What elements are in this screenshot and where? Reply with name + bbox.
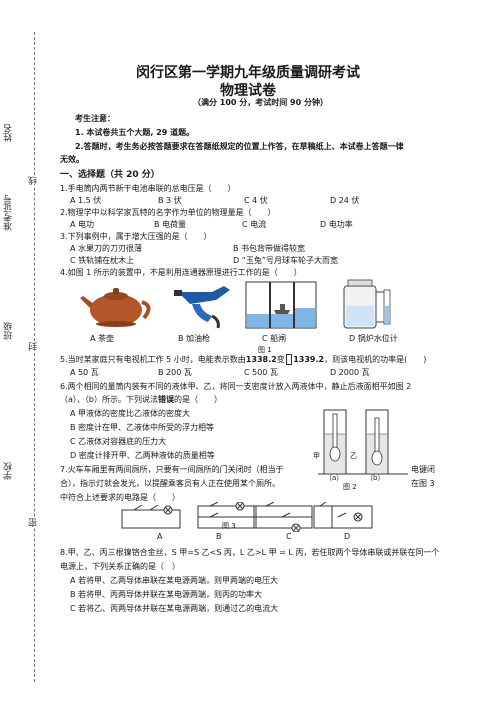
- figure-3-caption: 图 3: [222, 522, 236, 530]
- q5-stem: 5.当时某家庭只有电视机工作 5 小时，电能表示数由1338.2变 1339.2…: [60, 354, 427, 365]
- circuit-label-b: B: [216, 532, 222, 541]
- q6-emphasis-wrong: 错误: [157, 395, 174, 404]
- exam-subject: 物理试卷: [220, 83, 276, 99]
- circuit-b: [197, 502, 257, 529]
- q6-stem-part-a: （a）、（b）所示。下列说法: [60, 395, 158, 404]
- q2-option-b: B 电荷量: [154, 220, 187, 229]
- q5-stem-part1: 5.当时某家庭只有电视机工作 5 小时，电能表示数由: [60, 355, 246, 364]
- figure-2b-label: （b）: [366, 474, 385, 482]
- q7-line2: 合），指示灯就会发光，以提醒乘客员有人正在使用某个厕所。: [60, 479, 280, 488]
- q5-option-b: B 200 瓦: [158, 368, 192, 377]
- circuit-d: [313, 502, 373, 529]
- exam-subtitle: （满分 100 分，考试时间 90 分钟）: [193, 98, 328, 107]
- figure-2a-label: （a）: [325, 474, 344, 482]
- liquid-yi-label: 乙: [350, 452, 357, 460]
- q3-stem: 3.下列事例中，属于增大压强的是（ ）: [60, 232, 212, 241]
- q7-line2-right: 在图 3: [411, 479, 435, 488]
- teapot-image: [80, 288, 151, 327]
- q6-stem-part-c: 的是（ ）: [173, 395, 222, 404]
- q4-option-d: D 锅炉水位计: [349, 334, 398, 343]
- binding-dashed-line: [34, 32, 35, 682]
- circuit-label-a: A: [157, 532, 163, 541]
- margin-mark-secret: 密: [27, 518, 41, 527]
- meter-reading-1: 1338.2: [245, 355, 277, 364]
- q8-option-c: C 若将乙、丙两导体并联在某电源两端，则通过乙的电流大: [70, 604, 279, 613]
- exam-title: 闵行区第一学期九年级质量调研考试: [136, 65, 360, 81]
- margin-label-name: 姓名: [4, 124, 14, 142]
- q8-line2: 电源上，下列关系正确的是（ ）: [60, 562, 180, 571]
- q8-option-a: A 若将甲、乙两导体串联在某电源两端，则甲两端的电压大: [70, 576, 279, 585]
- margin-mark-line: 线: [27, 176, 41, 185]
- q3-option-b: B 书包背带做得较宽: [233, 244, 306, 253]
- q7-line1: 7.火车车厢里有两间厕所，只要有一间厕所的门关闭时（相当于: [60, 465, 284, 474]
- figure-2-caption: 图 2: [343, 483, 357, 491]
- circuit-label-d: D: [344, 532, 351, 541]
- q6-option-a: A 甲液体的密度比乙液体的密度大: [70, 409, 191, 418]
- q3-option-c: C 铁轨铺在枕木上: [70, 256, 135, 265]
- q1-option-b: B 3 伏: [158, 196, 182, 205]
- q3-option-d: D “玉兔”号月球车轮子大而宽: [233, 256, 338, 265]
- q2-option-d: D 电功率: [320, 220, 353, 229]
- q7-line3: 中符合上述要求的电路是（ ）: [60, 493, 180, 502]
- q5-option-c: C 500 瓦: [244, 368, 278, 377]
- q5-stem-mid: 变: [276, 355, 285, 364]
- q8-line1: 8.甲、乙、丙三根镍铬合金丝，S 甲=S 乙<S 丙，L 乙>L 甲 = L 丙…: [60, 548, 440, 557]
- boiler-gauge-image: [343, 279, 391, 329]
- q1-option-a: A 1.5 伏: [70, 196, 102, 205]
- q6-stem-line1: 6.两个相同的量筒内装有不同的液体甲、乙，将同一支密度计放入两液体中，静止后液面…: [60, 382, 412, 391]
- liquid-jia-label: 甲: [313, 452, 320, 460]
- q8-option-b: B 若将甲、丙两导体并联在某电源两端，则丙的功率大: [70, 590, 263, 599]
- q5-stem-part2: ，则该电视机的功率是( ): [324, 355, 427, 364]
- margin-label-exam-number: 准考证号: [4, 195, 14, 231]
- q6-option-b: B 密度计在甲、乙液体中所受的浮力相等: [70, 423, 215, 432]
- margin-label-school: 学校: [4, 462, 14, 480]
- q5-option-d: D 2000 瓦: [330, 368, 370, 377]
- notes-item-2: 2.答题时，考生务必按答题要求在答题纸规定的位置上作答，在草稿纸上、本试卷上答题…: [75, 142, 404, 151]
- q6-option-c: C 乙液体对容器底的压力大: [70, 437, 167, 446]
- ship-lock-image: [245, 281, 317, 329]
- q3-option-a: A 水果刀的刀刃很薄: [70, 244, 143, 253]
- notes-item-1: 1. 本试卷共五个大题, 29 道题。: [75, 128, 195, 137]
- q4-option-b: B 加油枪: [178, 334, 211, 343]
- q2-option-c: C 电流: [242, 220, 267, 229]
- q4-option-a: A 茶壶: [90, 334, 115, 343]
- circuit-label-c: C: [286, 532, 292, 541]
- q5-option-a: A 50 瓦: [70, 368, 99, 377]
- section-heading: 一、选择题（共 20 分）: [60, 170, 160, 180]
- circuit-a: [121, 504, 181, 529]
- fuel-nozzle-image: [174, 286, 230, 329]
- margin-mark-seal: 封: [27, 342, 41, 351]
- q4-option-c: C 船闸: [262, 334, 287, 343]
- q4-stem: 4.如图 1 所示的装置中，不是利用连通器原理进行工作的是（ ）: [60, 268, 302, 277]
- meter-reading-2: 1339.2: [293, 355, 325, 364]
- margin-label-class: 班级: [4, 322, 14, 340]
- q6-stem-line2: （a）、（b）所示。下列说法错误的是（ ）: [60, 395, 222, 405]
- q6-option-d: D 密度计排开甲、乙两种液体的质量相等: [70, 451, 215, 460]
- q1-option-d: D 24 伏: [330, 196, 360, 205]
- figure-2-cylinders: [318, 409, 408, 475]
- q2-stem: 2.物理学中以科学家瓦特的名字作为单位的物理量是（ ）: [60, 208, 276, 217]
- q7-line1-right: 电键闭: [411, 465, 435, 474]
- notes-item-2-cont: 无效。: [60, 155, 84, 164]
- figure-1-caption: 图 1: [258, 346, 272, 354]
- meter-reading-box: [285, 354, 293, 365]
- notes-heading: 考生注意：: [75, 114, 115, 123]
- q1-option-c: C 4 伏: [244, 196, 268, 205]
- q2-option-a: A 电功: [70, 220, 95, 229]
- q1-stem: 1.手电筒内两节新干电池串联的总电压是（ ）: [60, 184, 236, 193]
- circuit-c: [253, 502, 313, 532]
